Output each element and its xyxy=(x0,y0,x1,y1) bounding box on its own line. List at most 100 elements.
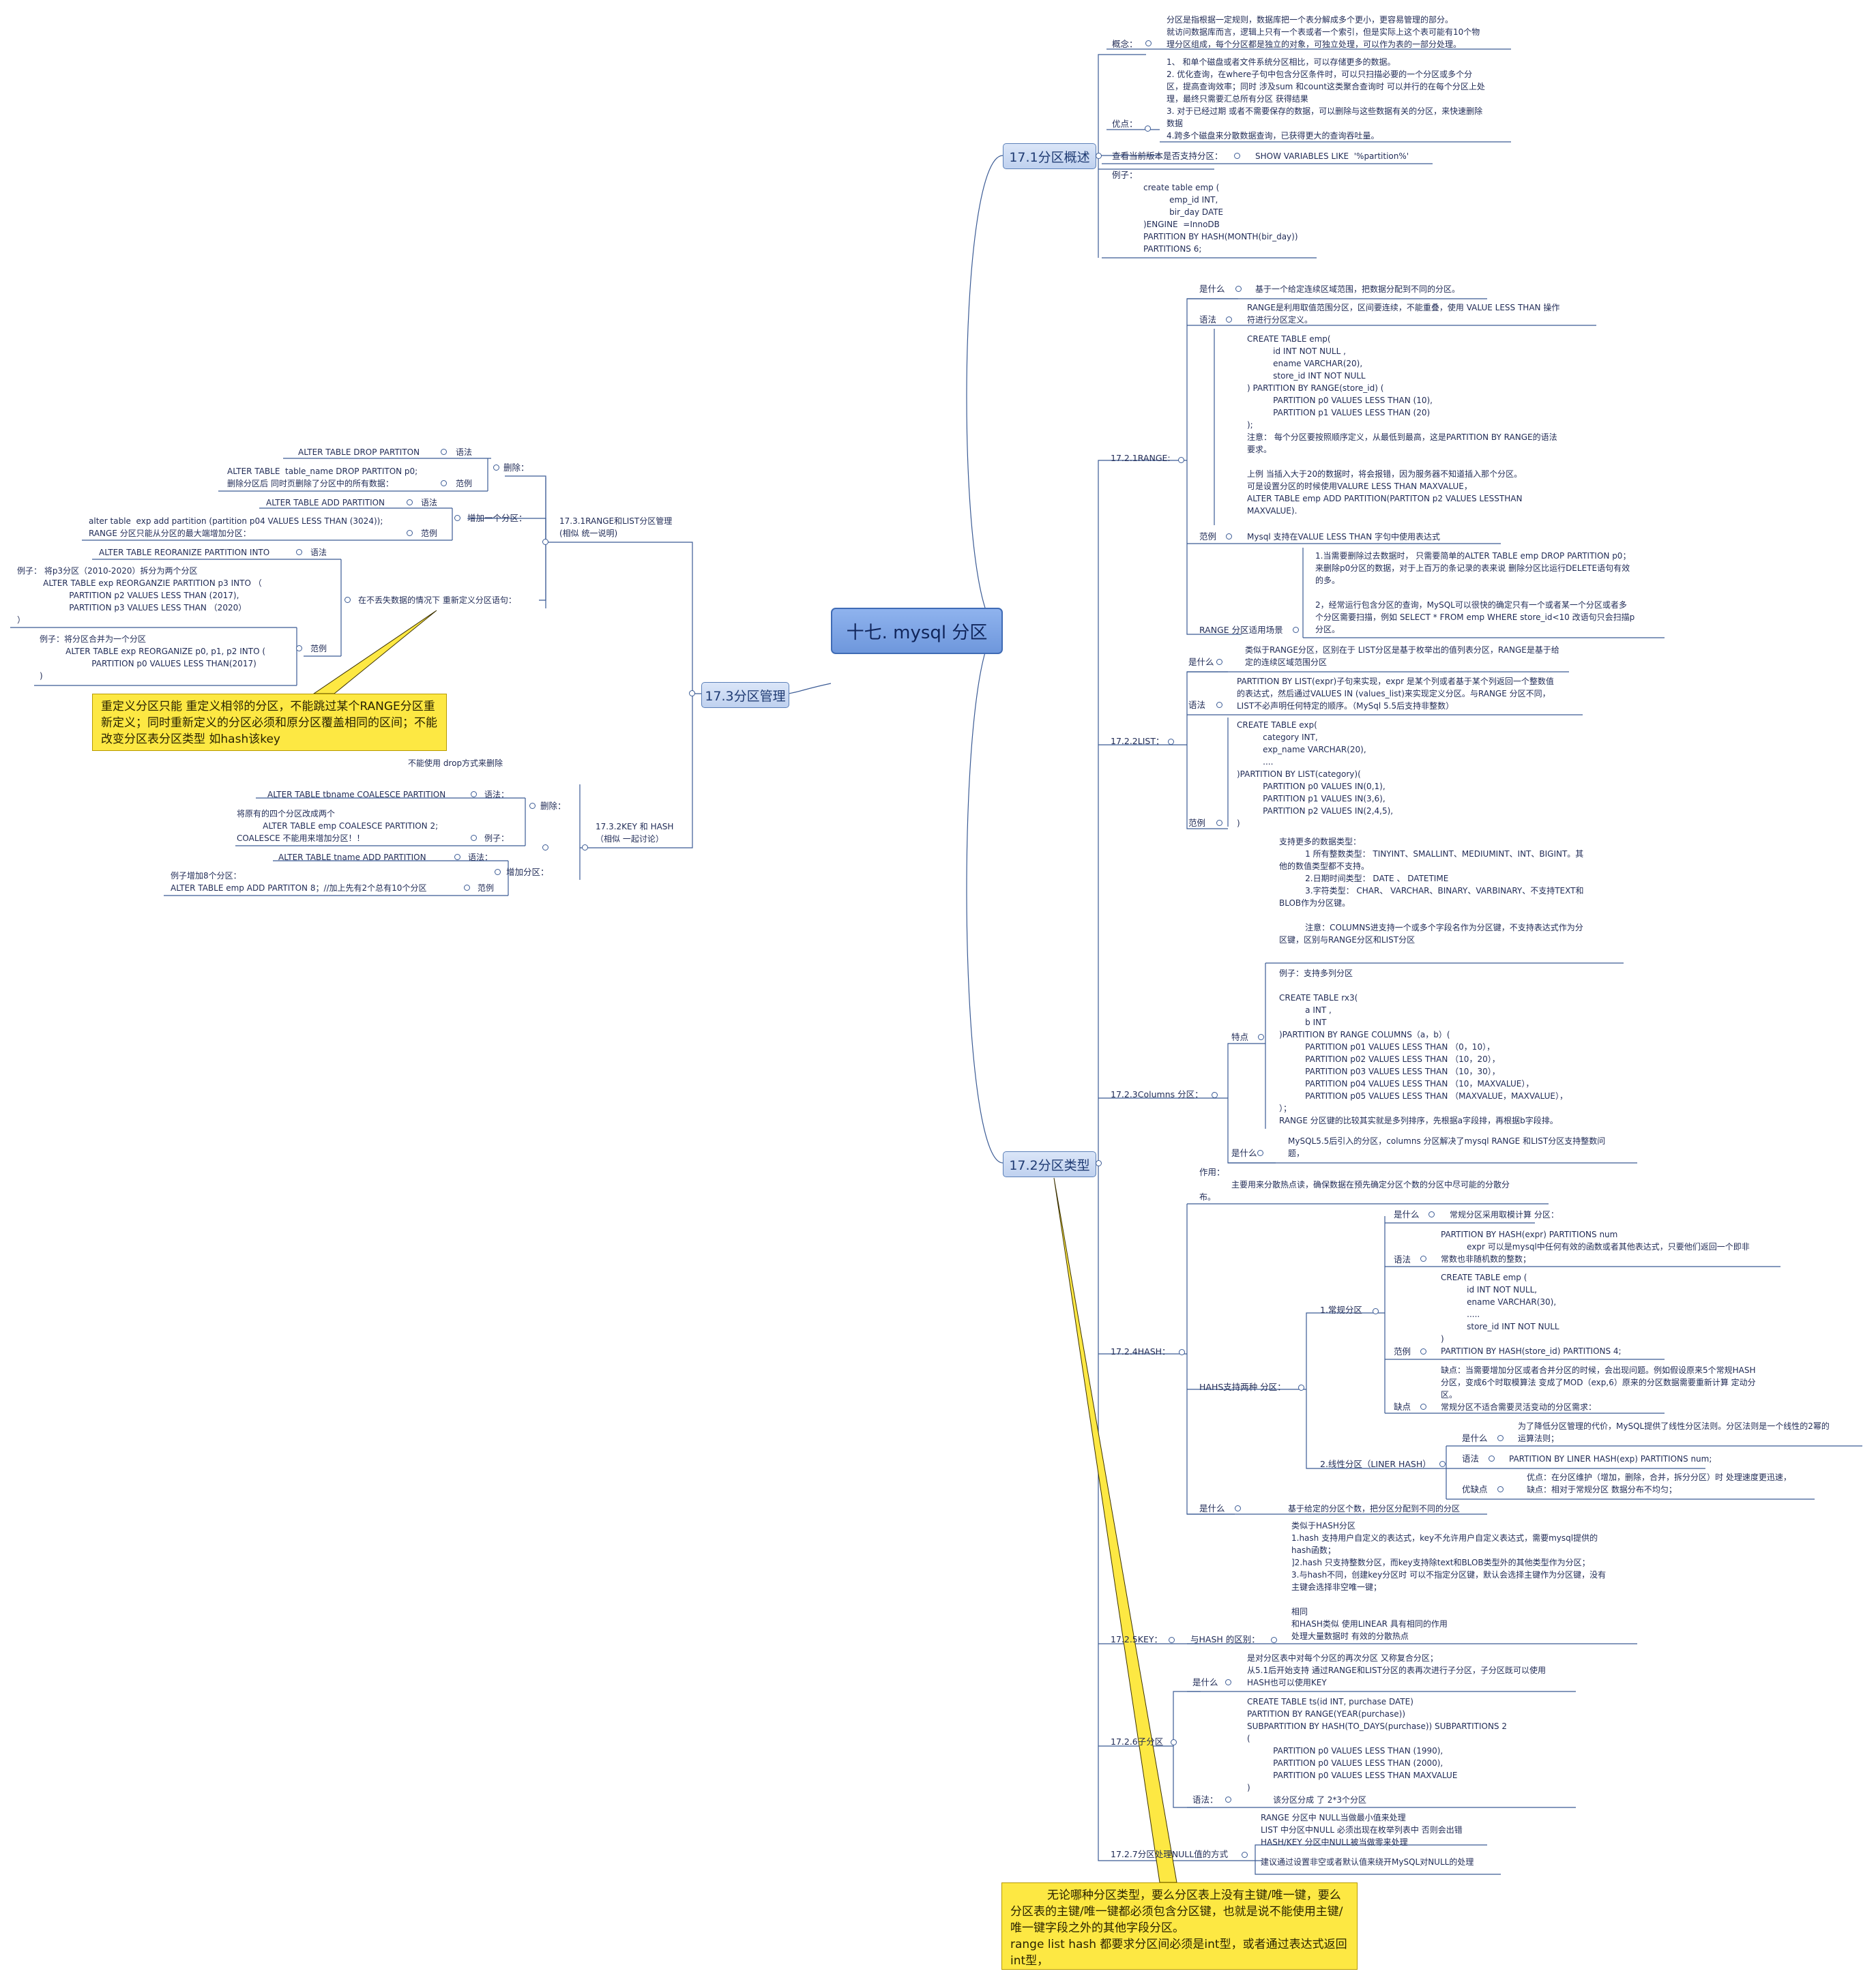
mgmt-redefine-example-merge: 例子：将分区合并为一个分区 ALTER TABLE exp REORGANIZE… xyxy=(40,634,266,681)
connector-circle[interactable] xyxy=(1226,316,1232,323)
overview-example-code: create table emp ( emp_id INT, bir_day D… xyxy=(1143,183,1298,254)
connector-circle[interactable] xyxy=(454,854,460,860)
key-label[interactable]: 17.2.5KEY： xyxy=(1111,1634,1162,1644)
mgmt-key-hash-label[interactable]: 17.3.2KEY 和 HASH （相似 一起讨论） xyxy=(596,822,674,844)
mgmt-key-hash-add-example-label: 范例 xyxy=(478,883,495,893)
range-label[interactable]: 17.2.1RANGE: xyxy=(1111,453,1171,463)
connector-circle[interactable] xyxy=(1226,533,1232,540)
mgmt-add-syntax-label: 语法 xyxy=(421,498,438,507)
connector-circle[interactable] xyxy=(1212,1092,1218,1098)
columns-what-label: 是什么 xyxy=(1231,1148,1257,1158)
connector-circle[interactable] xyxy=(1096,153,1102,159)
connector-circle[interactable] xyxy=(1489,1456,1495,1462)
sub-what-label: 是什么 xyxy=(1192,1677,1218,1687)
connector-circle[interactable] xyxy=(471,791,477,797)
root-topic[interactable]: 十七. mysql 分区 xyxy=(831,608,1003,654)
key-diff-text: 类似于HASH分区 1.hash 支持用户自定义的表达式，key不允许用户自定义… xyxy=(1291,1521,1607,1641)
connector-circle[interactable] xyxy=(1234,153,1240,159)
connector-circle[interactable] xyxy=(1145,40,1152,46)
mgmt-redefine-syntax: ALTER TABLE REORANIZE PARTITION INTO xyxy=(99,548,270,557)
columns-what-text: MySQL5.5后引入的分区，columns 分区解决了mysql RANGE … xyxy=(1288,1136,1606,1158)
range-scene-label: RANGE 分区适用场景 xyxy=(1199,625,1283,635)
connector-circle[interactable] xyxy=(1216,702,1222,708)
branch-17-1[interactable]: 17.1分区概述 xyxy=(1003,143,1096,169)
branch-17-3[interactable]: 17.3分区管理 xyxy=(701,682,789,708)
hash-normal-syntax-text: PARTITION BY HASH(expr) PARTITIONS num e… xyxy=(1441,1230,1750,1264)
mgmt-range-list-label[interactable]: 17.3.1RANGE和LIST分区管理 (相似 统一说明) xyxy=(559,516,673,538)
connector-circle[interactable] xyxy=(441,480,447,486)
hash-label[interactable]: 17.2.4HASH： xyxy=(1111,1346,1171,1357)
range-code: CREATE TABLE emp( id INT NOT NULL , enam… xyxy=(1247,334,1557,516)
connector-circle[interactable] xyxy=(1169,1637,1175,1643)
connector-circle[interactable] xyxy=(689,690,695,696)
connector-circle[interactable] xyxy=(1242,1852,1248,1858)
connector-circle[interactable] xyxy=(1225,1679,1231,1685)
null-handling-label[interactable]: 17.2.7分区处理NULL值的方式 xyxy=(1111,1849,1229,1859)
columns-label[interactable]: 17.2.3Columns 分区： xyxy=(1111,1089,1203,1099)
connector-circle[interactable] xyxy=(1420,1404,1426,1410)
connector-circle[interactable] xyxy=(296,645,302,651)
connector-circle[interactable] xyxy=(1298,1385,1304,1391)
range-what-label: 是什么 xyxy=(1199,284,1225,294)
mgmt-key-hash-delete-example: 将原有的四个分区改成两个 ALTER TABLE emp COALESCE PA… xyxy=(237,809,439,843)
subpartition-label[interactable]: 17.2.6子分区 xyxy=(1111,1737,1164,1747)
hash-normal-what-text: 常规分区采用取模计算 分区： xyxy=(1450,1210,1559,1220)
hash-normal-label[interactable]: 1.常规分区 xyxy=(1320,1305,1362,1315)
connector-circle[interactable] xyxy=(1225,1797,1231,1803)
connector-circle[interactable] xyxy=(1420,1256,1426,1262)
list-example-label: 范例 xyxy=(1188,818,1206,828)
connector-circle[interactable] xyxy=(345,597,351,603)
connector-circle[interactable] xyxy=(464,885,470,891)
connector-circle[interactable] xyxy=(1258,1034,1264,1040)
branch-17-2[interactable]: 17.2分区类型 xyxy=(1003,1151,1096,1177)
connector-circle[interactable] xyxy=(1497,1435,1504,1441)
redefine-callout-note[interactable]: 重定义分区只能 重定义相邻的分区，不能跳过某个RANGE分区重 新定义；同时重新… xyxy=(92,694,447,751)
mgmt-key-hash-add-syntax: ALTER TABLE tname ADD PARTITION xyxy=(278,853,426,862)
mgmt-key-hash-delete-syntax: ALTER TABLE tbname COALESCE PARTITION xyxy=(267,790,446,799)
connector-circle[interactable] xyxy=(493,464,499,471)
mgmt-key-hash-note: 不能使用 drop方式来删除 xyxy=(408,758,503,768)
connector-circle[interactable] xyxy=(1420,1348,1426,1355)
connector-circle[interactable] xyxy=(582,844,588,851)
connector-circle[interactable] xyxy=(1178,457,1184,463)
mgmt-key-hash-delete-syntax-label: 语法： xyxy=(484,790,510,799)
connector-circle[interactable] xyxy=(1235,1505,1241,1511)
list-syntax-label: 语法 xyxy=(1188,700,1206,710)
hash-normal-cons-text: 缺点：当需要增加分区或者合并分区的时候，会出现问题。例如假设原来5个常规HASH… xyxy=(1441,1365,1756,1412)
connector-circle[interactable] xyxy=(495,869,501,875)
hash-linear-label[interactable]: 2.线性分区（LINER HASH） xyxy=(1320,1459,1431,1469)
connector-circle[interactable] xyxy=(1179,1349,1185,1355)
connector-circle[interactable] xyxy=(1171,1739,1177,1745)
connector-circle[interactable] xyxy=(1497,1486,1504,1492)
mgmt-add-syntax: ALTER TABLE ADD PARTITION xyxy=(266,498,385,507)
connector-circle[interactable] xyxy=(454,515,460,521)
connector-circle[interactable] xyxy=(542,844,548,851)
primary-key-callout-note[interactable]: 无论哪种分区类型，要么分区表上没有主键/唯一键，要么 分区表的主键/唯一键都必须… xyxy=(1001,1882,1358,1970)
connector-circle[interactable] xyxy=(441,449,447,455)
connector-circle[interactable] xyxy=(296,549,302,555)
connector-circle[interactable] xyxy=(1096,1160,1102,1166)
connector-circle[interactable] xyxy=(1235,286,1242,292)
connector-circle[interactable] xyxy=(1257,1150,1263,1156)
list-label[interactable]: 17.2.2LIST： xyxy=(1111,736,1164,746)
connector-circle[interactable] xyxy=(542,539,548,545)
connector-circle[interactable] xyxy=(1439,1461,1446,1467)
connector-circle[interactable] xyxy=(1271,1637,1277,1643)
mgmt-redefine-label: 在不丢失数据的情况下 重新定义分区语句： xyxy=(358,595,516,605)
hash-purpose-label: 作用： xyxy=(1199,1167,1225,1177)
connector-circle[interactable] xyxy=(471,835,477,841)
connector-circle[interactable] xyxy=(1145,125,1151,132)
connector-circle[interactable] xyxy=(1373,1308,1379,1314)
concept-text: 分区是指根据一定规则，数据库把一个表分解成多个更小，更容易管理的部分。 就访问数… xyxy=(1167,15,1480,49)
connector-circle[interactable] xyxy=(1168,739,1174,745)
connector-circle[interactable] xyxy=(1216,659,1222,665)
connector-circle[interactable] xyxy=(1293,627,1299,633)
mgmt-redefine-example-label: 范例 xyxy=(310,644,327,653)
connector-circle[interactable] xyxy=(407,530,413,536)
connector-circle[interactable] xyxy=(1428,1211,1435,1217)
connector-circle[interactable] xyxy=(407,499,413,505)
connector-circle[interactable] xyxy=(529,803,536,809)
connector-circle[interactable] xyxy=(1216,820,1222,826)
hash-purpose-tail: 布。 xyxy=(1199,1192,1216,1202)
null-handling-advice: 建议通过设置非空或者默认值来绕开MySQL对NULL的处理 xyxy=(1261,1857,1474,1867)
